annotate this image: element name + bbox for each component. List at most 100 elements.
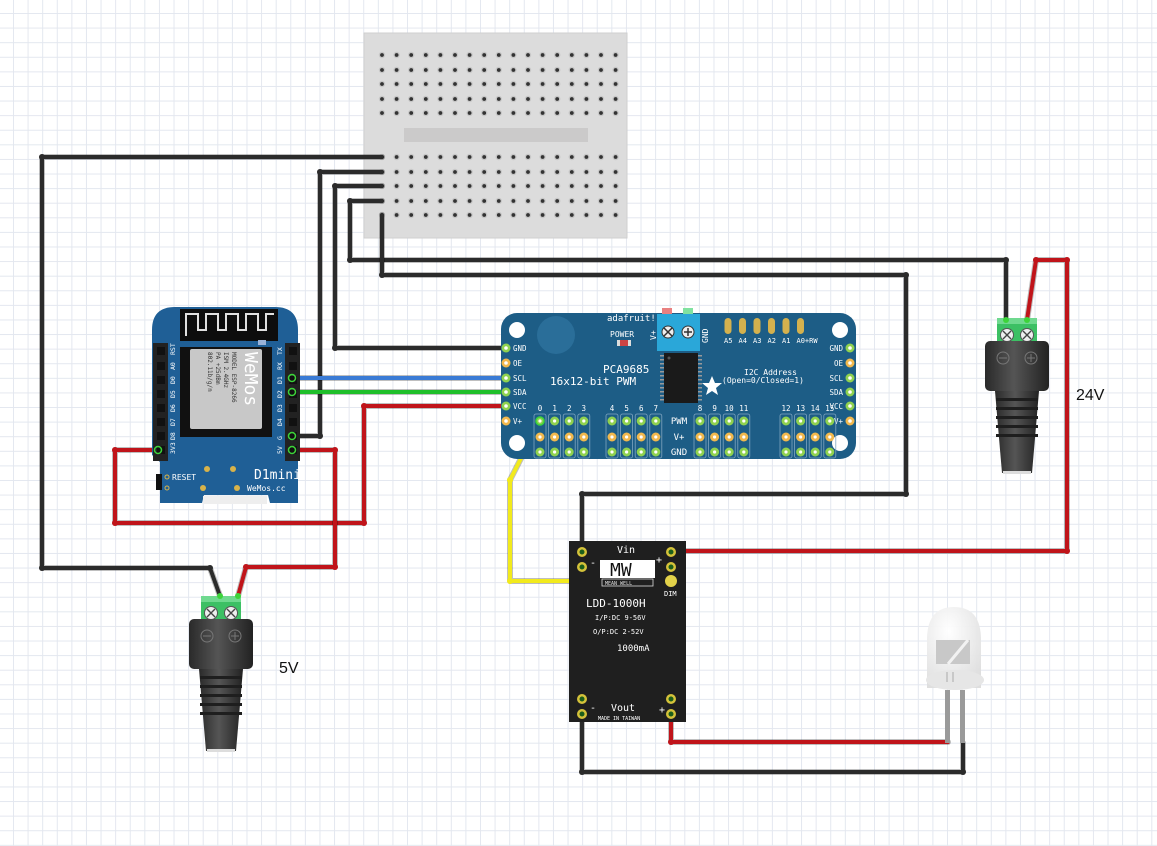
breadboard-hole — [526, 53, 530, 57]
pca-left-pin-label: V+ — [513, 417, 523, 426]
breadboard-hole — [482, 82, 487, 86]
pca9685-board[interactable]: adafruit! POWER V+ GND PCA9685 16x12-bit… — [501, 308, 856, 459]
breadboard-hole — [526, 199, 530, 203]
breadboard-hole — [599, 97, 603, 101]
ldd-brand: MW — [610, 560, 632, 581]
breadboard-hole — [613, 170, 618, 174]
pca-channel-label: 1 — [552, 404, 557, 413]
breadboard-hole — [423, 184, 428, 188]
breadboard-hole — [453, 97, 457, 101]
wemos-pin-d7 — [157, 418, 165, 426]
wire-gnd-breadboard-to-ldd — [380, 213, 908, 554]
breadboard-hole — [482, 53, 487, 57]
breadboard-hole — [496, 82, 501, 86]
breadboard-hole — [496, 68, 501, 72]
breadboard-hole — [511, 68, 516, 72]
breadboard-hole — [438, 184, 443, 188]
breadboard-hole — [467, 213, 472, 217]
label-24v: 24V — [1076, 387, 1105, 404]
breadboard-hole — [569, 97, 574, 101]
breadboard-hole — [409, 170, 414, 174]
breadboard-hole — [438, 213, 443, 217]
breadboard-hole — [496, 111, 501, 115]
wire-ldd-vout-minus-to-led — [580, 712, 965, 774]
reset-button[interactable] — [156, 474, 162, 490]
vout-plus: + — [659, 705, 665, 716]
jack-plug — [199, 669, 243, 751]
breadboard-hole — [394, 111, 399, 115]
breadboard-hole — [540, 97, 545, 101]
ldd-1000h-driver[interactable]: MW MEAN WELL Vin - + DIM LDD-1000H I/P:D… — [569, 541, 686, 722]
wemos-pin-label: D3 — [276, 404, 284, 412]
wemos-pin-d1 — [289, 376, 297, 384]
breadboard-hole — [380, 68, 384, 72]
led-anode-leg — [945, 690, 950, 743]
breadboard-hole — [511, 170, 516, 174]
power-jack-24v[interactable] — [985, 318, 1049, 474]
breadboard-hole — [438, 170, 443, 174]
pca-row-label: PWM — [671, 417, 688, 427]
address-pad-label: A5 — [724, 337, 732, 345]
breadboard-hole — [453, 82, 457, 86]
breadboard-hole — [409, 53, 414, 57]
breadboard-hole — [555, 199, 560, 203]
terminal-gnd-label: GND — [701, 328, 710, 343]
breadboard-hole — [540, 155, 545, 159]
plus-icon — [228, 629, 242, 643]
breadboard-hole — [496, 199, 501, 203]
breadboard-hole — [467, 53, 472, 57]
power-jack-5v[interactable] — [189, 596, 253, 752]
breadboard-hole — [613, 97, 618, 101]
pca-right-pin-label: VCC — [829, 402, 843, 411]
dim-label: DIM — [664, 590, 677, 598]
pca-channel-label: 15 — [825, 404, 834, 413]
pca-channel-label: 13 — [796, 404, 805, 413]
wemos-pin-label: RX — [276, 362, 284, 370]
breadboard-hole — [584, 184, 589, 188]
breadboard-hole — [569, 213, 574, 217]
address-pad-label: A3 — [753, 337, 761, 345]
breadboard-hole — [613, 213, 618, 217]
breadboard-hole — [394, 199, 399, 203]
address-pad-a3 — [753, 318, 761, 334]
vin-label: Vin — [617, 545, 635, 556]
breadboard-hole — [409, 82, 414, 86]
breadboard-hole — [482, 213, 487, 217]
breadboard-hole — [599, 53, 603, 57]
pca-right-pin-label: SCL — [829, 374, 843, 383]
address-pad-a2 — [768, 318, 775, 334]
breadboard-hole — [438, 97, 443, 101]
breadboard-hole — [438, 68, 443, 72]
breadboard-hole — [511, 199, 516, 203]
pca-channel-label: 11 — [739, 404, 748, 413]
led[interactable] — [926, 607, 984, 743]
breadboard-hole — [584, 82, 589, 86]
ldd-dim-pin — [665, 575, 677, 587]
pca-right-pin-label: OE — [834, 359, 844, 368]
breadboard-hole — [423, 68, 428, 72]
adafruit-flower-logo — [702, 376, 722, 395]
breadboard-hole — [613, 68, 618, 72]
breadboard-hole — [453, 170, 457, 174]
breadboard-hole — [409, 111, 414, 115]
breadboard-hole — [511, 155, 516, 159]
wemos-pin-label: 5V — [276, 446, 284, 454]
label-5v: 5V — [279, 660, 299, 677]
wemos-pin-label: D6 — [169, 404, 177, 412]
breadboard-hole — [409, 68, 414, 72]
breadboard-hole — [584, 111, 589, 115]
breadboard-hole — [496, 97, 501, 101]
breadboard-hole — [482, 68, 487, 72]
breadboard-hole — [584, 213, 589, 217]
breadboard-hole — [423, 155, 428, 159]
breadboard-hole — [526, 184, 530, 188]
wire-vcc-3v3-to-pca — [113, 404, 508, 525]
breadboard-hole — [613, 53, 618, 57]
breadboard-hole — [423, 213, 428, 217]
wemos-pin-d0 — [157, 376, 165, 384]
breadboard-hole — [599, 184, 603, 188]
wemos-pin-tx — [289, 347, 297, 355]
pca-right-pin-label: SDA — [829, 388, 843, 397]
esp-module-text: MODEL ESP-8266 — [230, 352, 237, 403]
